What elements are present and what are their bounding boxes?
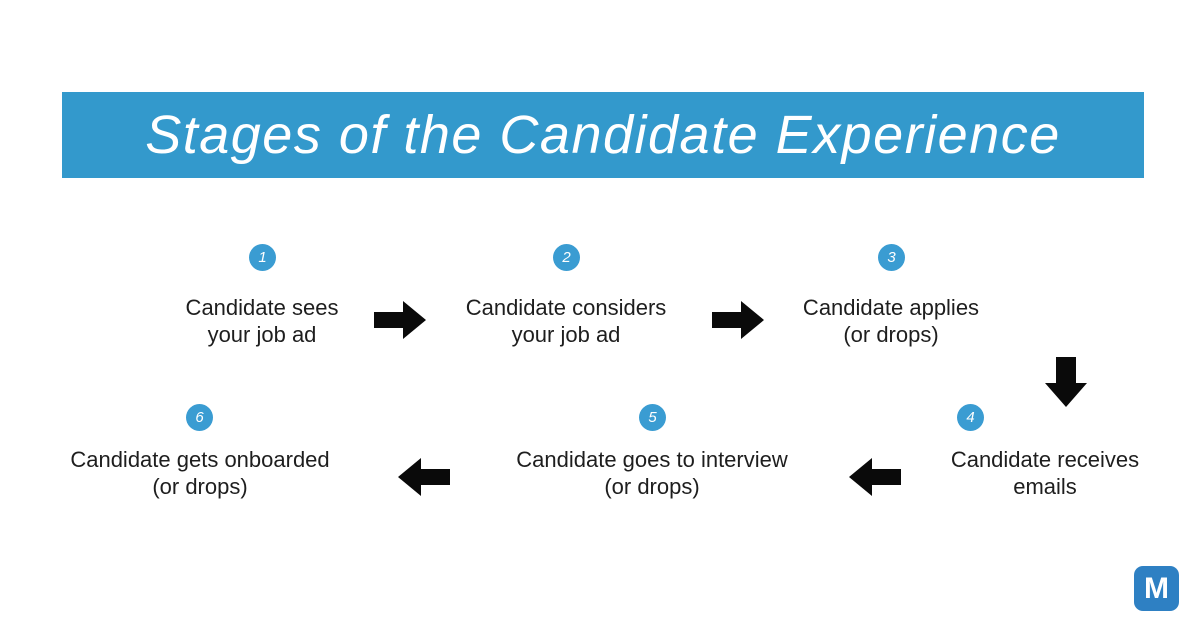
step-5-line-2: (or drops) xyxy=(604,474,700,499)
step-1-line-2: your job ad xyxy=(207,322,317,347)
step-2-label: Candidate considers your job ad xyxy=(466,294,667,348)
step-3-line-2: (or drops) xyxy=(843,322,939,347)
arrow-left-icon xyxy=(849,458,901,496)
step-2-number-badge: 2 xyxy=(553,244,580,271)
brand-logo-letter: M xyxy=(1144,571,1169,605)
step-1-label: Candidate sees your job ad xyxy=(186,294,339,348)
step-6-line-1: Candidate gets onboarded xyxy=(70,447,330,472)
arrow-right-icon xyxy=(712,301,764,339)
step-1-line-1: Candidate sees xyxy=(185,295,339,320)
step-5-number-badge: 5 xyxy=(639,404,666,431)
page-title: Stages of the Candidate Experience xyxy=(145,105,1061,165)
step-5-label: Candidate goes to interview (or drops) xyxy=(516,446,788,500)
step-2-line-1: Candidate considers xyxy=(465,295,667,320)
step-4-number-badge: 4 xyxy=(957,404,984,431)
step-6-label: Candidate gets onboarded (or drops) xyxy=(70,446,329,500)
arrow-right-icon xyxy=(374,301,426,339)
step-6-number-badge: 6 xyxy=(186,404,213,431)
step-3-number-badge: 3 xyxy=(878,244,905,271)
step-6-line-2: (or drops) xyxy=(152,474,248,499)
step-4-line-1: Candidate receives xyxy=(950,447,1140,472)
step-5-line-1: Candidate goes to interview xyxy=(516,447,788,472)
step-1-number-badge: 1 xyxy=(249,244,276,271)
arrow-down-icon xyxy=(1045,357,1087,407)
brand-logo: M xyxy=(1134,566,1179,611)
step-3-label: Candidate applies (or drops) xyxy=(803,294,979,348)
title-banner: Stages of the Candidate Experience xyxy=(62,92,1144,178)
step-4-label: Candidate receives emails xyxy=(951,446,1139,500)
step-4-line-2: emails xyxy=(1013,474,1077,499)
arrow-left-icon xyxy=(398,458,450,496)
step-3-line-1: Candidate applies xyxy=(802,295,980,320)
step-2-line-2: your job ad xyxy=(511,322,621,347)
